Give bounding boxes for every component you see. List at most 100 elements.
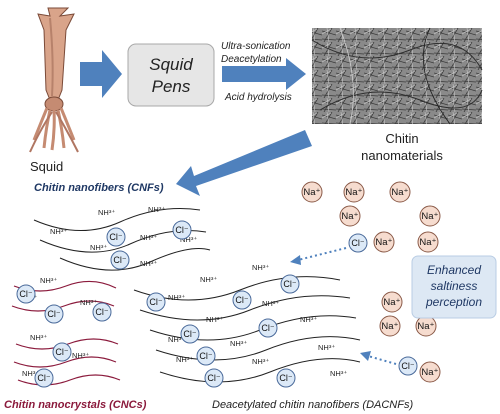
svg-text:Cl⁻: Cl⁻: [283, 279, 296, 289]
svg-text:Cl⁻: Cl⁻: [183, 329, 196, 339]
svg-text:Na⁺: Na⁺: [391, 187, 408, 198]
cl-ion: Cl⁻: [34, 368, 54, 388]
nh3-label: NH³⁺: [252, 357, 269, 366]
arrow-squid-to-pens: [80, 50, 122, 98]
cl-ion: Cl⁻: [92, 302, 112, 322]
svg-text:Na⁺: Na⁺: [383, 297, 400, 308]
cl-ion: Cl⁻: [280, 274, 300, 294]
nh3-label: NH³⁺: [262, 299, 279, 308]
squid-illustration: [29, 7, 79, 153]
svg-text:Cl⁻: Cl⁻: [19, 289, 32, 299]
svg-text:Cl⁻: Cl⁻: [235, 295, 248, 305]
cl-ion: Cl⁻: [398, 356, 418, 376]
nh3-label: NH³⁺: [230, 339, 247, 348]
nh3-label: NH³⁺: [40, 276, 57, 285]
nh3-label: NH³⁺: [180, 235, 197, 244]
svg-text:Cl⁻: Cl⁻: [149, 297, 162, 307]
cl-ion: Cl⁻: [44, 304, 64, 324]
squid-pens-line1: Squid: [149, 55, 193, 74]
na-ion: Na⁺: [419, 205, 441, 227]
na-ion: Na⁺: [343, 181, 365, 203]
nh3-label: NH³⁺: [168, 335, 185, 344]
enhanced-line3: perception: [425, 295, 482, 309]
nh3-label: NH³⁺: [318, 343, 335, 352]
dacnf-title: Deacetylated chitin nanofibers (DACNFs): [212, 399, 413, 411]
cnc-title: Chitin nanocrystals (CNCs): [4, 399, 147, 411]
cl-ion: Cl⁻: [110, 250, 130, 270]
svg-text:Cl⁻: Cl⁻: [261, 323, 274, 333]
nh3-label: NH³⁺: [148, 205, 165, 214]
svg-text:Cl⁻: Cl⁻: [95, 307, 108, 317]
cl-ion: Cl⁻: [196, 346, 216, 366]
cnc-fibers: [11, 280, 121, 386]
cl-ion: Cl⁻: [106, 227, 126, 247]
svg-text:Na⁺: Na⁺: [421, 367, 438, 378]
enhanced-line1: Enhanced: [427, 263, 481, 277]
squid-pens-box: [127, 43, 215, 107]
na-ion: Na⁺: [301, 181, 323, 203]
svg-text:Cl⁻: Cl⁻: [199, 351, 212, 361]
svg-text:Na⁺: Na⁺: [419, 237, 436, 248]
nh3-label: NH³⁺: [72, 351, 89, 360]
enhanced-saltiness-box: [411, 255, 497, 319]
na-ion: Na⁺: [339, 205, 361, 227]
nh3-label: NH³⁺: [90, 243, 107, 252]
nh3-label: NH³⁺: [140, 259, 157, 268]
micrograph-texture: [311, 27, 483, 125]
sodium-ions: Na⁺ Na⁺ Na⁺ Na⁺ Na⁺ Na⁺ Na⁺ Na⁺ Na⁺ Na⁺ …: [301, 181, 441, 383]
nh3-label: NH³⁺: [300, 315, 317, 324]
cl-ion: Cl⁻: [146, 292, 166, 312]
nh3-label: NH³⁺: [80, 298, 97, 307]
enhanced-line2: saltiness: [431, 279, 478, 293]
na-ion: Na⁺: [381, 291, 403, 313]
nh3-label: NH³⁺: [168, 293, 185, 302]
na-ion: Na⁺: [419, 361, 441, 383]
cl-ion: Cl⁻: [180, 324, 200, 344]
na-ion: Na⁺: [389, 181, 411, 203]
nh3-label: NH³⁺: [140, 233, 157, 242]
svg-text:Na⁺: Na⁺: [417, 321, 434, 332]
nh3-label: NH³⁺: [330, 369, 347, 378]
svg-text:Cl⁻: Cl⁻: [55, 347, 68, 357]
cl-ion: Cl⁻: [16, 284, 36, 304]
na-ion: Na⁺: [373, 231, 395, 253]
process-ultrasonication: Ultra-sonication: [221, 41, 291, 52]
process-arrow-icon: [222, 58, 306, 90]
process-acid-hydrolysis: Acid hydrolysis: [224, 92, 292, 103]
nh3-label: NH³⁺: [50, 227, 67, 236]
cnf-title: Chitin nanofibers (CNFs): [34, 182, 164, 194]
svg-text:Cl⁻: Cl⁻: [47, 309, 60, 319]
cl-ion: Cl⁻: [348, 233, 368, 253]
na-ion: Na⁺: [415, 315, 437, 337]
svg-text:Na⁺: Na⁺: [345, 187, 362, 198]
chloride-ions: Cl⁻ Cl⁻ Cl⁻ Cl⁻ Cl⁻ Cl⁻ Cl⁻ Cl⁻ Cl⁻ Cl⁻ …: [16, 220, 418, 388]
svg-text:Cl⁻: Cl⁻: [279, 373, 292, 383]
chitin-label-line1: Chitin: [385, 131, 418, 146]
svg-text:Cl⁻: Cl⁻: [401, 361, 414, 371]
nh3-label: NH³⁺: [252, 263, 269, 272]
svg-text:Cl⁻: Cl⁻: [175, 225, 188, 235]
svg-text:Cl⁻: Cl⁻: [37, 373, 50, 383]
svg-text:Na⁺: Na⁺: [303, 187, 320, 198]
cl-ion: Cl⁻: [232, 290, 252, 310]
svg-text:Na⁺: Na⁺: [375, 237, 392, 248]
chitin-label-line2: nanomaterials: [361, 148, 443, 163]
squid-label: Squid: [30, 159, 63, 174]
svg-text:Cl⁻: Cl⁻: [113, 255, 126, 265]
ammonium-labels: NH³⁺ NH³⁺ NH³⁺ NH³⁺ NH³⁺ NH³⁺ NH³⁺ NH³⁺ …: [20, 205, 347, 378]
na-ion: Na⁺: [417, 231, 439, 253]
na-ion: Na⁺: [379, 315, 401, 337]
cl-ion: Cl⁻: [52, 342, 72, 362]
nh3-label: NH³⁺: [176, 355, 193, 364]
cl-ion: Cl⁻: [172, 220, 192, 240]
squid-pens-line2: Pens: [152, 77, 191, 96]
process-deacetylation: Deacetylation: [221, 54, 282, 65]
svg-text:Cl⁻: Cl⁻: [109, 232, 122, 242]
nh3-label: NH³⁺: [200, 275, 217, 284]
svg-text:Cl⁻: Cl⁻: [351, 238, 364, 248]
cl-ion: Cl⁻: [258, 318, 278, 338]
arrow-to-nanomaterials: [176, 130, 312, 196]
cl-ion: Cl⁻: [276, 368, 296, 388]
nh3-label: NH³⁺: [98, 208, 115, 217]
svg-text:Na⁺: Na⁺: [341, 211, 358, 222]
